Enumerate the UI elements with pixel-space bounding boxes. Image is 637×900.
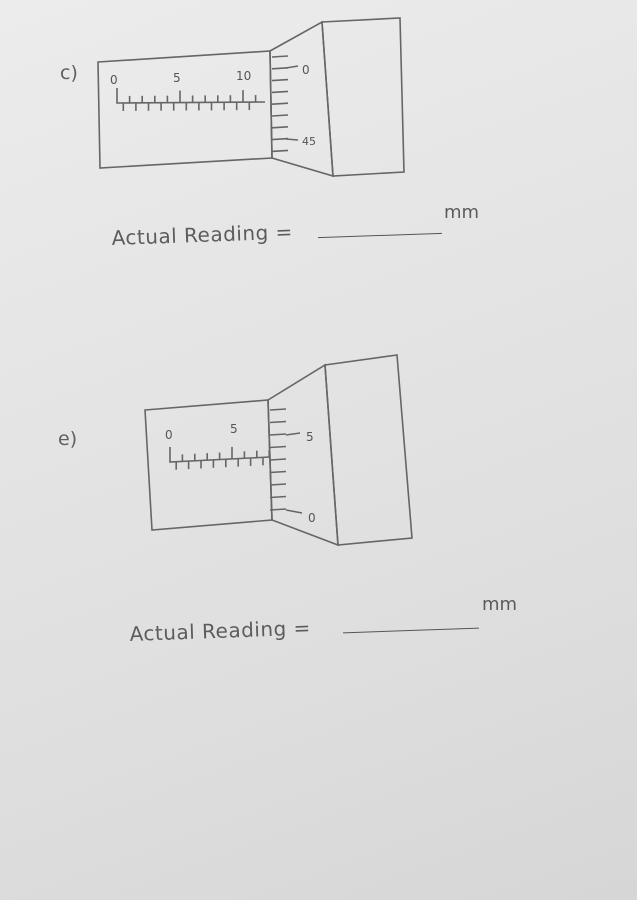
sleeve-label-10: 10 (236, 69, 251, 83)
tick-mark (271, 137, 289, 141)
thimble-label-45: 45 (302, 135, 316, 148)
tick-mark (269, 433, 287, 436)
thimble-ticks-e (269, 408, 287, 511)
scale-ticks-e (175, 446, 271, 470)
sleeve-label-0: 0 (110, 73, 118, 87)
thimble-label-0: 0 (302, 63, 310, 77)
tick-mark (269, 470, 287, 474)
unit-c: mm (444, 202, 480, 223)
sleeve-label-5: 5 (230, 422, 238, 436)
thimble-cap-c (321, 17, 405, 177)
tick-mark (269, 408, 287, 411)
tick-mark (269, 445, 287, 449)
unit-e: mm (482, 594, 518, 615)
question-label-e: e) (58, 428, 78, 450)
tick-mark (269, 483, 287, 486)
micrometer-e (144, 354, 413, 547)
tick-mark (271, 55, 289, 58)
tick-mark (269, 508, 287, 511)
sleeve-label-0: 0 (165, 428, 173, 442)
micrometer-c (97, 17, 405, 178)
scale-ticks-c (122, 90, 257, 111)
tick-mark (271, 114, 289, 117)
thimble-label-0: 0 (308, 511, 316, 525)
main-scale-e (169, 447, 271, 463)
tick-mark (269, 420, 287, 424)
tick-mark (271, 67, 289, 70)
tick-mark (271, 149, 289, 153)
tick-mark (271, 90, 289, 94)
thimble-cap-e (324, 354, 413, 546)
tick-mark (269, 458, 287, 461)
tick-mark (271, 126, 289, 129)
tick-mark (271, 102, 289, 105)
tick-mark (269, 495, 287, 499)
thimble-ticks-c (271, 55, 289, 153)
sleeve-label-5: 5 (173, 71, 181, 85)
main-scale-c (116, 88, 266, 104)
sleeve-e (144, 399, 273, 531)
thimble-label-5: 5 (306, 430, 314, 444)
question-label-c: c) (60, 62, 78, 84)
tick-mark (271, 78, 289, 82)
